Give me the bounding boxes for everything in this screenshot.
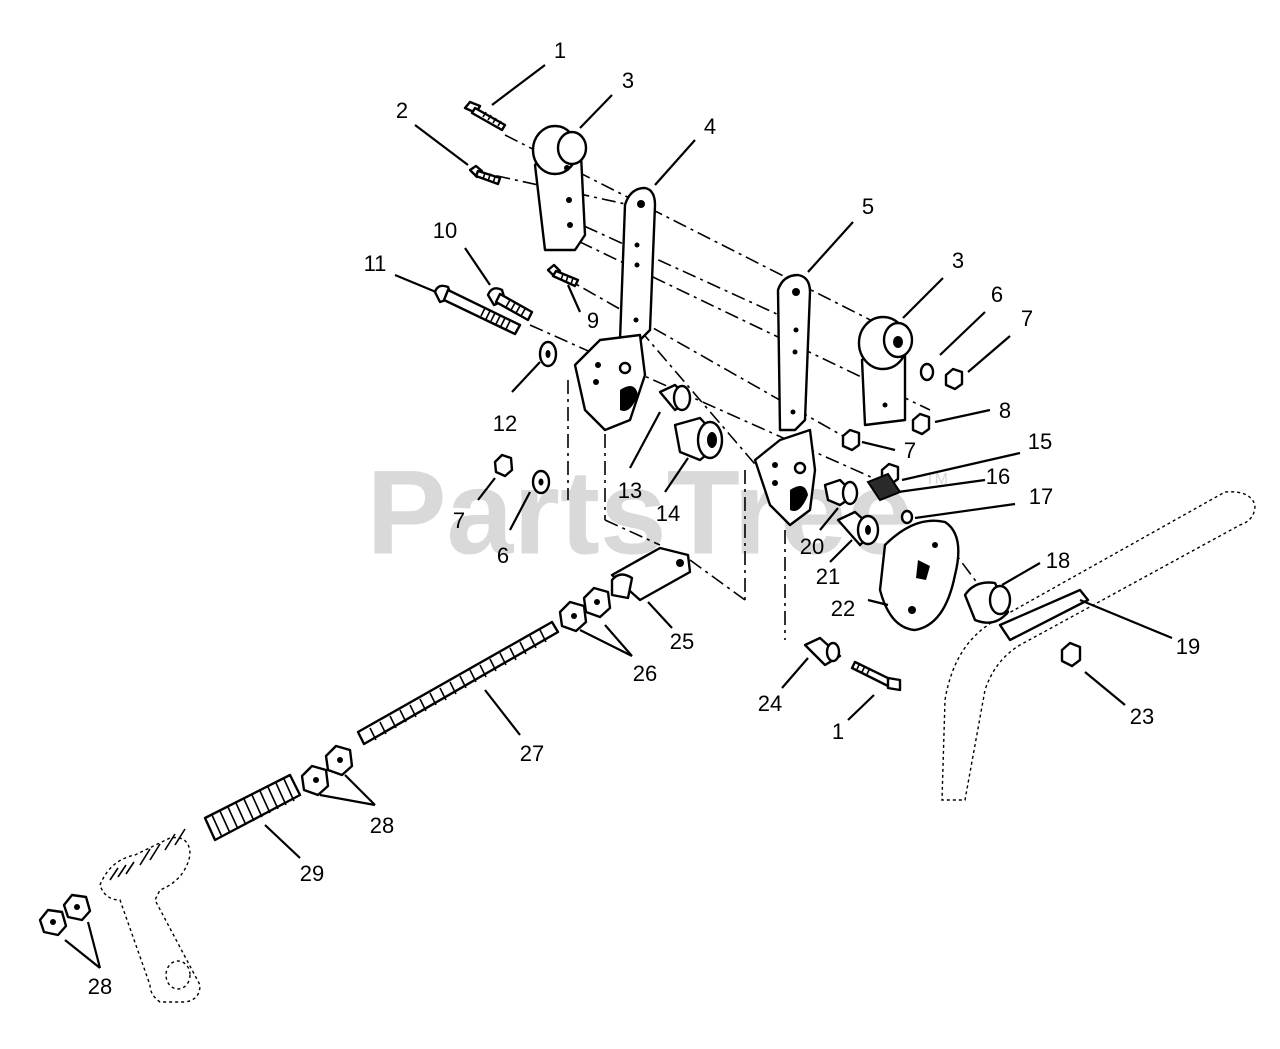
nut-7-right [944, 367, 964, 391]
part-17-washer [900, 509, 914, 525]
bolt-10 [486, 287, 534, 322]
callout-4: 4 [704, 114, 716, 139]
callout-11: 11 [364, 251, 387, 276]
callout-6-right: 6 [991, 282, 1003, 307]
leader-lines [64, 64, 1173, 969]
part-29-spring [203, 773, 302, 842]
part-3-pulley-bracket-left [531, 124, 588, 252]
washer-6-right [919, 362, 935, 382]
callout-21: 21 [816, 564, 840, 589]
callout-9: 9 [587, 308, 599, 333]
bolt-11 [433, 284, 522, 336]
assembly-lines [469, 134, 1111, 640]
callout-16: 16 [986, 464, 1010, 489]
callout-24: 24 [758, 691, 782, 716]
washers-and-nuts [493, 340, 1082, 668]
part-25-yoke [610, 546, 692, 602]
callout-3-right: 3 [952, 248, 964, 273]
watermark-trademark: TM [925, 471, 948, 488]
callout-19: 19 [1176, 634, 1200, 659]
bolt-2 [468, 164, 502, 186]
bolt-1-top [463, 100, 507, 132]
part-28-nuts-upper [300, 744, 354, 797]
nut-23 [1060, 641, 1082, 668]
part-18-collar [963, 581, 1012, 624]
callout-15: 15 [1028, 429, 1052, 454]
callout-14: 14 [656, 501, 680, 526]
callout-17: 17 [1029, 484, 1053, 509]
callout-1-bottom: 1 [832, 719, 844, 744]
part-26-nuts [558, 586, 612, 633]
callout-1-top: 1 [554, 38, 566, 63]
callout-12: 12 [493, 411, 517, 436]
callout-22: 22 [831, 596, 855, 621]
lever-arm [99, 828, 201, 1003]
callout-25: 25 [670, 629, 694, 654]
callout-18: 18 [1046, 548, 1070, 573]
bolt-9 [546, 263, 580, 288]
handle-tube [941, 491, 1256, 801]
callout-8: 8 [999, 398, 1011, 423]
part-28-nuts-lower [38, 893, 92, 937]
part-4-arm [573, 186, 657, 432]
bolt-1-bottom [850, 660, 902, 692]
callout-13: 13 [618, 478, 642, 503]
callout-28-lower: 28 [88, 974, 112, 999]
nut-7-left [493, 453, 514, 478]
callout-5: 5 [862, 194, 874, 219]
part-3-pulley-bracket-right [857, 315, 914, 427]
part-19-clamp [998, 588, 1090, 642]
watermark-text: PartsTree [366, 446, 913, 580]
bolts [433, 100, 902, 692]
callout-26: 26 [633, 661, 657, 686]
callout-20: 20 [800, 534, 824, 559]
callout-7-middle: 7 [904, 438, 916, 463]
callout-28-upper: 28 [370, 813, 394, 838]
callout-29: 29 [300, 861, 324, 886]
watermark: PartsTree TM [366, 446, 948, 580]
nut-7-middle [841, 428, 861, 452]
callout-27: 27 [520, 741, 544, 766]
nut-8 [911, 412, 931, 436]
callout-7-right: 7 [1021, 306, 1033, 331]
part-5-arm [753, 273, 817, 527]
callout-3-left: 3 [622, 68, 634, 93]
part-27-threaded-rod [356, 620, 560, 746]
callout-6-left: 6 [497, 543, 509, 568]
callout-23: 23 [1130, 704, 1154, 729]
part-22-plate [878, 519, 960, 632]
callout-labels: 1 2 3 4 5 3 6 7 8 7 9 10 11 12 13 14 7 6… [88, 38, 1200, 999]
callout-7-left: 7 [453, 508, 465, 533]
spacers [658, 383, 880, 667]
callout-10: 10 [433, 218, 457, 243]
callout-2: 2 [396, 98, 408, 123]
